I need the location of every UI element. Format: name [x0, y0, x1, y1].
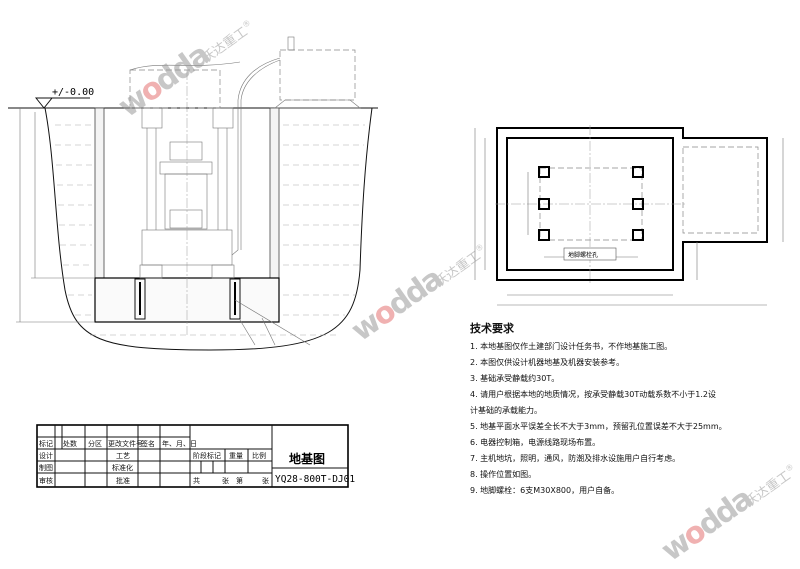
- label-weight: 重量: [229, 452, 243, 460]
- bolt-holes: [538, 166, 644, 241]
- hydraulic-unit-outline: [682, 146, 759, 234]
- label-review: 审核: [39, 476, 53, 485]
- foundation-drawing: +/-0.00 地脚螺栓孔: [8, 36, 784, 488]
- plan-view: 地脚螺栓孔: [474, 125, 784, 306]
- requirement-item: 3. 基础承受静载约30T。: [470, 374, 560, 383]
- title-block: 标记 处数 分区 更改文件号 签名 年、月、日 设计 制图 审核 工艺 标准化 …: [36, 424, 355, 488]
- header-date: 年、月、日: [162, 439, 197, 448]
- press-machine: [129, 61, 241, 335]
- label-draw: 制图: [39, 463, 53, 472]
- outer-outline: [496, 127, 768, 281]
- bolt-hole: [632, 198, 644, 210]
- header-mark: 标记: [39, 439, 53, 448]
- level-mark-text: +/-0.00: [52, 87, 94, 98]
- requirement-item: 8. 操作位置如图。: [470, 470, 537, 479]
- header-change-doc: 更改文件号: [108, 439, 143, 448]
- pit-outline: [44, 107, 373, 351]
- requirements-title: 技术要求: [470, 322, 514, 335]
- requirement-item: 6. 电器控制箱，电源线路现场布置。: [470, 438, 601, 447]
- bolt-hole: [538, 166, 550, 178]
- soil-hatch: [55, 124, 365, 336]
- label-sheet1: 张: [222, 476, 229, 485]
- header-zone: 分区: [88, 439, 102, 448]
- left-brick-wall: [94, 107, 105, 279]
- requirement-item: 5. 地基平面水平误差全长不大于3mm，预留孔位置误差不大于25mm。: [470, 422, 727, 431]
- header-count: 处数: [63, 439, 77, 448]
- header-signature: 签名: [141, 439, 155, 448]
- section-view: +/-0.00: [8, 36, 378, 351]
- label-no: 第: [236, 476, 243, 485]
- hydraulic-unit: [231, 36, 361, 256]
- requirement-item: 4. 请用户根据本地的地质情况，按承受静载30T动载系数不小于1.2设: [470, 390, 716, 399]
- drawing-title: 地基图: [289, 451, 325, 466]
- bolt-hole: [538, 198, 550, 210]
- label-approve: 批准: [116, 476, 130, 485]
- drawing-number: YQ28-800T-DJ01: [275, 474, 355, 485]
- bolt-hole: [632, 229, 644, 241]
- anchor-bolt-left: [134, 278, 146, 320]
- right-brick-wall: [269, 107, 280, 279]
- requirement-item: 2. 本图仅供设计机器地基及机器安装参考。: [470, 358, 625, 367]
- bolt-label: 地脚螺栓孔: [568, 251, 598, 259]
- requirement-item: 计基础的承载能力。: [470, 406, 542, 415]
- label-total: 共: [193, 476, 200, 485]
- anchor-bolt-right: [229, 278, 241, 320]
- label-craft: 工艺: [116, 452, 130, 460]
- label-sheet2: 张: [262, 476, 269, 485]
- label-scale: 比例: [252, 451, 266, 460]
- requirement-item: 9. 地脚螺栓：6支M30X800，用户自备。: [470, 486, 620, 495]
- bolt-hole: [538, 229, 550, 241]
- level-mark: +/-0.00: [34, 87, 94, 109]
- requirement-item: 1. 本地基图仅作土建部门设计任务书，不作地基施工图。: [470, 342, 673, 351]
- label-design: 设计: [39, 451, 53, 460]
- label-stage: 阶段标记: [193, 451, 221, 460]
- label-standard: 标准化: [112, 463, 133, 472]
- requirement-item: 7. 主机地坑，照明，通风，防潮及排水设施用户自行考虑。: [470, 454, 681, 463]
- bolt-hole: [632, 166, 644, 178]
